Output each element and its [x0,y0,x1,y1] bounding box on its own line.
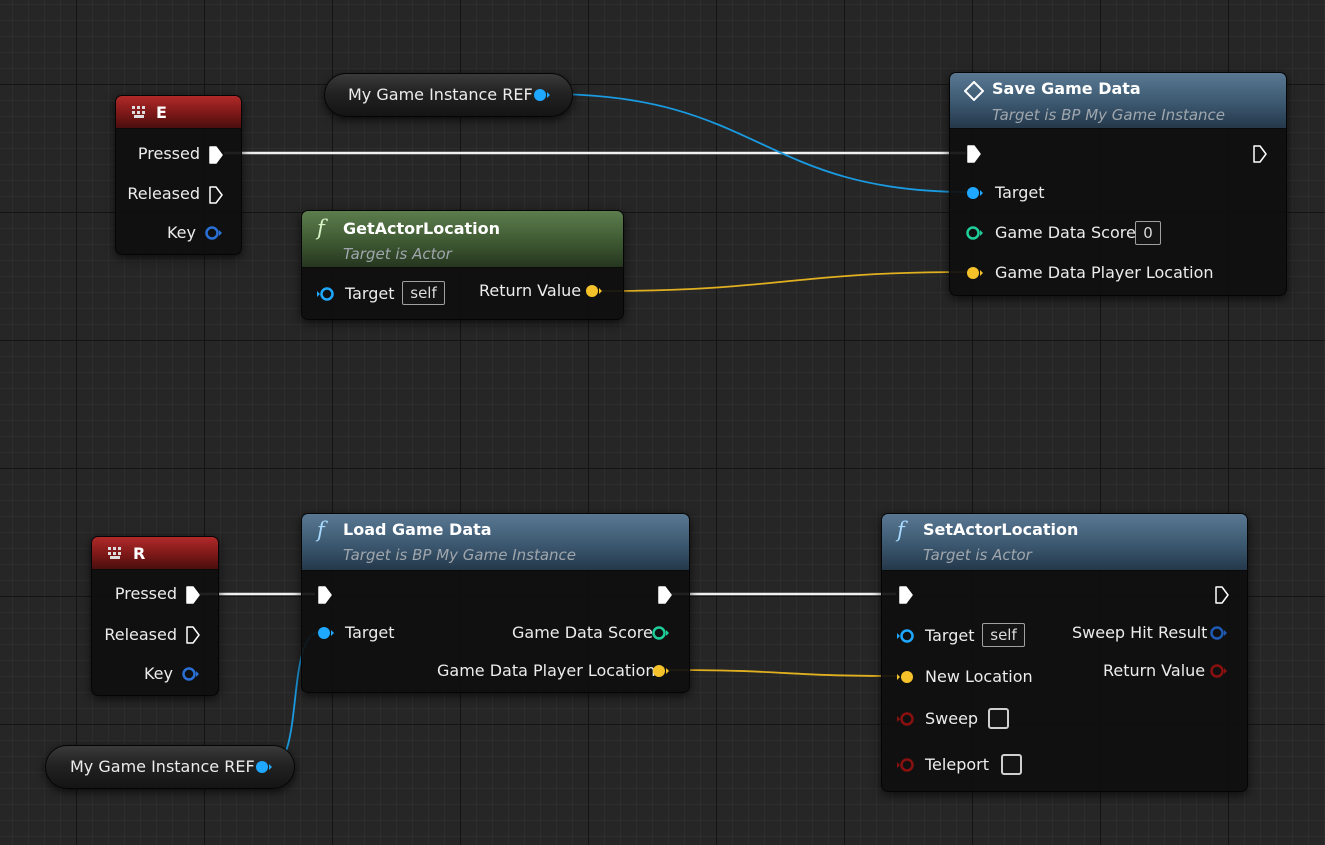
target-input-pin[interactable] [966,186,983,200]
target-label: Target [345,623,395,642]
node-title: Load Game Data [343,520,492,539]
object-wire-ref-to-save-target[interactable] [547,93,969,193]
return-value-pin[interactable] [1210,664,1227,678]
teleport-label: Teleport [925,755,989,774]
teleport-input-pin[interactable] [896,758,914,772]
target-input-pin[interactable] [317,626,334,640]
node-subtitle: Target is BP My Game Instance [343,546,577,564]
sweep-input-pin[interactable] [896,712,914,726]
location-output-pin[interactable] [652,664,669,678]
event-function-icon [964,81,984,101]
function-icon: f [897,518,905,542]
score-label: Game Data Score [512,623,653,642]
pressed-exec-pin[interactable] [186,586,200,604]
sweep-label: Sweep [925,709,979,728]
exec-output-pin[interactable] [1253,145,1267,163]
variable-label: My Game Instance REF [70,757,255,776]
key-label: Key [166,223,196,242]
node-subtitle: Target is Actor [923,546,1032,564]
location-label: Game Data Player Location [995,263,1214,282]
return-value-label: Return Value [479,281,582,300]
released-exec-pin[interactable] [209,186,223,204]
variable-output-pin[interactable] [255,760,272,774]
key-pin[interactable] [205,226,222,240]
node-header [302,514,689,571]
score-output-pin[interactable] [652,626,669,640]
location-input-pin[interactable] [966,266,983,280]
vector-wire-location-to-save[interactable] [601,271,969,292]
key-label: Key [143,664,173,683]
pressed-exec-pin[interactable] [209,146,223,164]
load-game-data-node[interactable]: f Load Game Data Target is BP My Game In… [301,513,690,693]
vector-wire-load-to-set[interactable] [665,669,899,677]
sweep-hit-result-label: Sweep Hit Result [1072,623,1208,642]
location-label: Game Data Player Location [437,661,656,680]
my-game-instance-ref-bottom[interactable]: My Game Instance REF [45,745,295,789]
r-key-event-node[interactable]: R Pressed Released Key [91,536,219,696]
released-label: Released [104,625,177,644]
score-input-pin[interactable] [966,226,983,240]
function-icon: f [317,216,325,240]
pressed-label: Pressed [114,584,177,603]
target-label: Target [995,183,1045,202]
node-header [302,211,623,268]
node-header [116,96,241,129]
node-title: Save Game Data [992,79,1141,98]
target-label: Target [925,626,975,645]
node-title: SetActorLocation [923,520,1079,539]
new-location-label: New Location [925,667,1033,686]
teleport-checkbox[interactable] [1001,754,1022,775]
node-header [882,514,1247,571]
node-subtitle: Target is BP My Game Instance [992,106,1226,124]
key-pin[interactable] [182,667,199,681]
node-title: R [133,544,146,563]
new-location-input-pin[interactable] [896,670,913,684]
sweep-hit-result-pin[interactable] [1210,626,1227,640]
released-exec-pin[interactable] [186,626,200,644]
target-input-pin[interactable] [316,287,334,301]
return-value-label: Return Value [1103,661,1206,680]
e-key-event-node[interactable]: E Pressed Released Key [115,95,242,255]
return-value-pin[interactable] [585,284,602,298]
score-label: Game Data Score [995,223,1136,242]
get-actor-location-node[interactable]: f GetActorLocation Target is Actor Targe… [301,210,624,320]
exec-output-pin[interactable] [658,586,672,604]
node-title: GetActorLocation [343,219,501,238]
target-self-field[interactable]: self [402,281,445,305]
exec-input-pin[interactable] [318,586,332,604]
score-value-field[interactable]: 0 [1135,221,1161,245]
node-header [950,73,1286,129]
sweep-checkbox[interactable] [988,708,1009,729]
variable-label: My Game Instance REF [348,85,533,104]
node-subtitle: Target is Actor [343,245,452,263]
variable-output-pin[interactable] [533,88,550,102]
target-self-field[interactable]: self [982,623,1025,647]
released-label: Released [127,184,200,203]
my-game-instance-ref-top[interactable]: My Game Instance REF [324,73,573,117]
target-label: Target [345,284,395,303]
node-title: E [156,103,167,122]
keyboard-icon [108,547,121,559]
exec-input-pin[interactable] [899,586,913,604]
function-icon: f [317,518,325,542]
pressed-label: Pressed [137,144,200,163]
exec-input-pin[interactable] [967,145,981,163]
target-input-pin[interactable] [896,629,914,643]
set-actor-location-node[interactable]: f SetActorLocation Target is Actor Targe… [881,513,1248,792]
save-game-data-node[interactable]: Save Game Data Target is BP My Game Inst… [949,72,1287,296]
exec-output-pin[interactable] [1215,586,1229,604]
keyboard-icon [132,106,145,118]
